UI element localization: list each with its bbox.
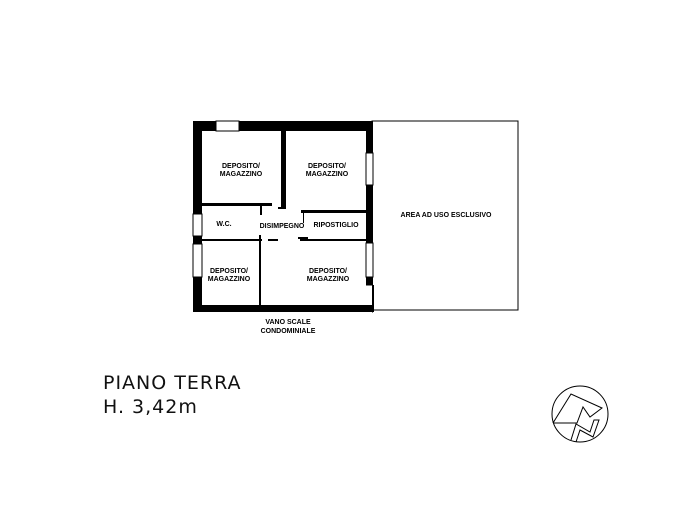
room-label-disimpegno: DISIMPEGNO xyxy=(260,223,305,230)
floor-title: PIANO TERRA xyxy=(103,372,242,394)
room-label-deposito-top-left: DEPOSITO/MAGAZZINO xyxy=(220,163,263,178)
area-label: AREA AD USO ESCLUSIVO xyxy=(401,212,492,219)
north-arrow-icon xyxy=(551,385,609,443)
building-walls xyxy=(192,120,374,313)
floor-height: H. 3,42m xyxy=(103,396,198,418)
room-label-deposito-bottom-right: DEPOSITO/MAGAZZINO xyxy=(307,268,350,283)
room-label-ripostiglio: RIPOSTIGLIO xyxy=(313,222,359,229)
room-label-deposito-bottom-left: DEPOSITO/MAGAZZINO xyxy=(208,268,251,283)
room-label-wc: W.C. xyxy=(216,221,231,228)
room-label-deposito-top-right: DEPOSITO/MAGAZZINO xyxy=(306,163,349,178)
